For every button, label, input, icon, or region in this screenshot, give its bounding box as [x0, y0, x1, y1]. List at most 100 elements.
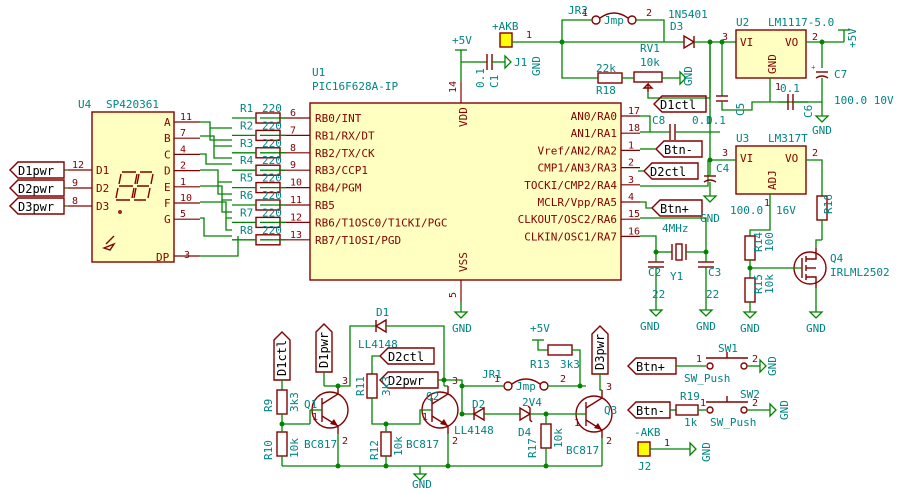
svg-text:GND: GND: [700, 442, 713, 462]
svg-text:GND: GND: [740, 322, 760, 335]
svg-text:3: 3: [722, 148, 728, 159]
svg-text:100.0 10V: 100.0 10V: [834, 94, 894, 107]
u2-regulator[interactable]: U2 LM1117-5.0 VI VO GND 3 2 1: [722, 16, 834, 93]
svg-text:R9: R9: [262, 399, 275, 412]
svg-text:GND: GND: [412, 478, 432, 491]
svg-text:Btn-: Btn-: [636, 404, 665, 418]
c2-capacitor[interactable]: C2 22 GND: [640, 261, 665, 333]
svg-text:C7: C7: [834, 68, 847, 81]
svg-text:Jmp: Jmp: [516, 380, 536, 393]
seg-resistor-value-6: 220: [262, 206, 282, 219]
svg-text:Q2: Q2: [426, 390, 439, 403]
rv1-trimmer[interactable]: RV1 10k GND: [633, 42, 695, 92]
svg-text:R14: R14: [752, 232, 765, 252]
u1-vdd-pin: 14: [448, 81, 459, 93]
y1-crystal[interactable]: 4MHz Y1: [656, 222, 706, 283]
svg-text:100.0: 100.0: [730, 204, 763, 217]
svg-text:Q3: Q3: [604, 404, 617, 417]
svg-text:3k3: 3k3: [560, 358, 580, 371]
seg-resistor-value-7: 220: [262, 224, 282, 237]
u1-vss-pin: 5: [448, 292, 459, 298]
svg-text:R13: R13: [530, 358, 550, 371]
svg-text:1: 1: [312, 412, 318, 423]
sw1-button[interactable]: SW1 SW_Push 1 2 GND: [676, 342, 779, 385]
jr1-jumper[interactable]: JR1 Jmp 1 2: [461, 368, 586, 414]
q1-transistor[interactable]: Q1 BC817 1 3 2: [304, 376, 349, 451]
r9-resistor[interactable]: R9 3k3: [262, 389, 301, 415]
c8-capacitor[interactable]: C8 0.1: [650, 114, 720, 140]
u4-seg-6: G: [164, 213, 171, 226]
svg-text:R19: R19: [680, 390, 700, 403]
r15-resistor[interactable]: R15 10k GND: [740, 274, 776, 335]
svg-text:0.1: 0.1: [706, 114, 726, 127]
seg-resistor-ref-2: R3: [240, 137, 253, 150]
svg-text:J2: J2: [638, 460, 651, 473]
label-btn-plus-top: Btn+: [640, 199, 703, 217]
svg-text:JR1: JR1: [482, 368, 502, 381]
sw2-button[interactable]: SW2 SW_Push 1 2 GND: [700, 388, 791, 429]
d4-zener[interactable]: 2V4 D4: [518, 396, 570, 439]
c4-capacitor[interactable]: C4 100.0 16V: [702, 160, 796, 217]
j2-akb-minus[interactable]: -AKB 1 J2 GND: [634, 426, 713, 473]
u1-pinnum-right-4: 3: [628, 175, 634, 186]
seg-resistor-value-0: 220: [262, 102, 282, 115]
svg-text:2: 2: [812, 148, 818, 159]
svg-text:C5: C5: [734, 103, 747, 116]
gnd-u1: GND: [452, 322, 472, 335]
u1-pin-right-0: AN0/RA0: [571, 110, 617, 123]
u4-segnum-5: 10: [180, 193, 192, 204]
seg-resistor-value-3: 220: [262, 154, 282, 167]
svg-text:R15: R15: [752, 274, 765, 294]
r11-resistor[interactable]: R11 3k3: [354, 373, 393, 399]
r10-resistor[interactable]: R10 10k: [262, 424, 301, 466]
q3-transistor[interactable]: Q3 BC817 1 3 2: [566, 382, 617, 457]
label-d2ctl-top: D2ctl: [638, 162, 699, 180]
u4-dp-label: DP: [156, 251, 170, 264]
svg-text:Btn+: Btn+: [636, 360, 665, 374]
seg-resistor-value-5: 220: [262, 189, 282, 202]
svg-text:22k: 22k: [596, 62, 616, 75]
r12-resistor[interactable]: R12 10k: [368, 424, 405, 466]
seg-resistor-ref-3: R4: [240, 154, 254, 167]
c1-value: 0.1: [474, 68, 487, 88]
jr2-jumper[interactable]: JR2 Jmp 1 2: [561, 4, 665, 42]
seven-seg-glyph-icon: [101, 171, 154, 251]
c3-capacitor[interactable]: C3 22 GND: [696, 261, 721, 333]
svg-text:0.1: 0.1: [692, 114, 712, 127]
r17-resistor[interactable]: R17 10k: [526, 414, 565, 466]
svg-text:3: 3: [452, 376, 458, 387]
d3-diode[interactable]: D3 1N5401 1N5401: [562, 8, 736, 50]
u1-microcontroller[interactable]: U1 PIC16F628A-IP RB0/INT6RB1/RX/DT7RB2/T…: [260, 66, 640, 302]
svg-text:U3: U3: [736, 132, 749, 145]
svg-text:SW_Push: SW_Push: [684, 372, 730, 385]
label-btn-plus-bottom: Btn+: [627, 357, 677, 375]
svg-text:3k3: 3k3: [380, 376, 393, 396]
svg-text:SW_Push: SW_Push: [710, 416, 756, 429]
c1-capacitor[interactable]: 0.1 C1: [472, 54, 512, 88]
label-d1pwr: D1pwr: [9, 161, 65, 179]
svg-text:D4: D4: [518, 426, 532, 439]
svg-text:D1: D1: [376, 306, 389, 319]
c5-capacitor[interactable]: C5 0.1: [706, 42, 770, 127]
d2-diode[interactable]: D2 LL4148: [454, 398, 520, 437]
svg-text:Y1: Y1: [670, 270, 683, 283]
r16-resistor[interactable]: R16: [806, 159, 835, 240]
q2-transistor[interactable]: Q2 BC817 1 3 2: [386, 376, 459, 451]
q4-mosfet[interactable]: GND Q4 IRLML2502: [750, 239, 890, 335]
svg-text:2: 2: [646, 8, 652, 19]
seg-resistor-ref-5: R6: [240, 189, 253, 202]
svg-text:Q4: Q4: [830, 252, 844, 265]
j1-akb-plus[interactable]: +AKB 1 J1 GND: [492, 20, 562, 76]
r13-resistor[interactable]: +5V R13 3k3: [530, 322, 581, 386]
svg-text:R16: R16: [822, 194, 835, 214]
u3-regulator[interactable]: U3 LM317T VI VO ADJ 3 2 1: [722, 132, 818, 209]
u1-pin-left-3: RB3/CCP1: [315, 164, 368, 177]
c6-capacitor[interactable]: 0.1 C6: [770, 82, 815, 118]
r18-resistor[interactable]: 22k R18: [561, 42, 634, 97]
r19-resistor[interactable]: R19 1k: [670, 390, 706, 429]
svg-text:1: 1: [775, 82, 781, 93]
u1-pin-left-0: RB0/INT: [315, 112, 362, 125]
u1-vss-label: VSS: [457, 252, 470, 272]
svg-text:-AKB: -AKB: [634, 426, 661, 439]
